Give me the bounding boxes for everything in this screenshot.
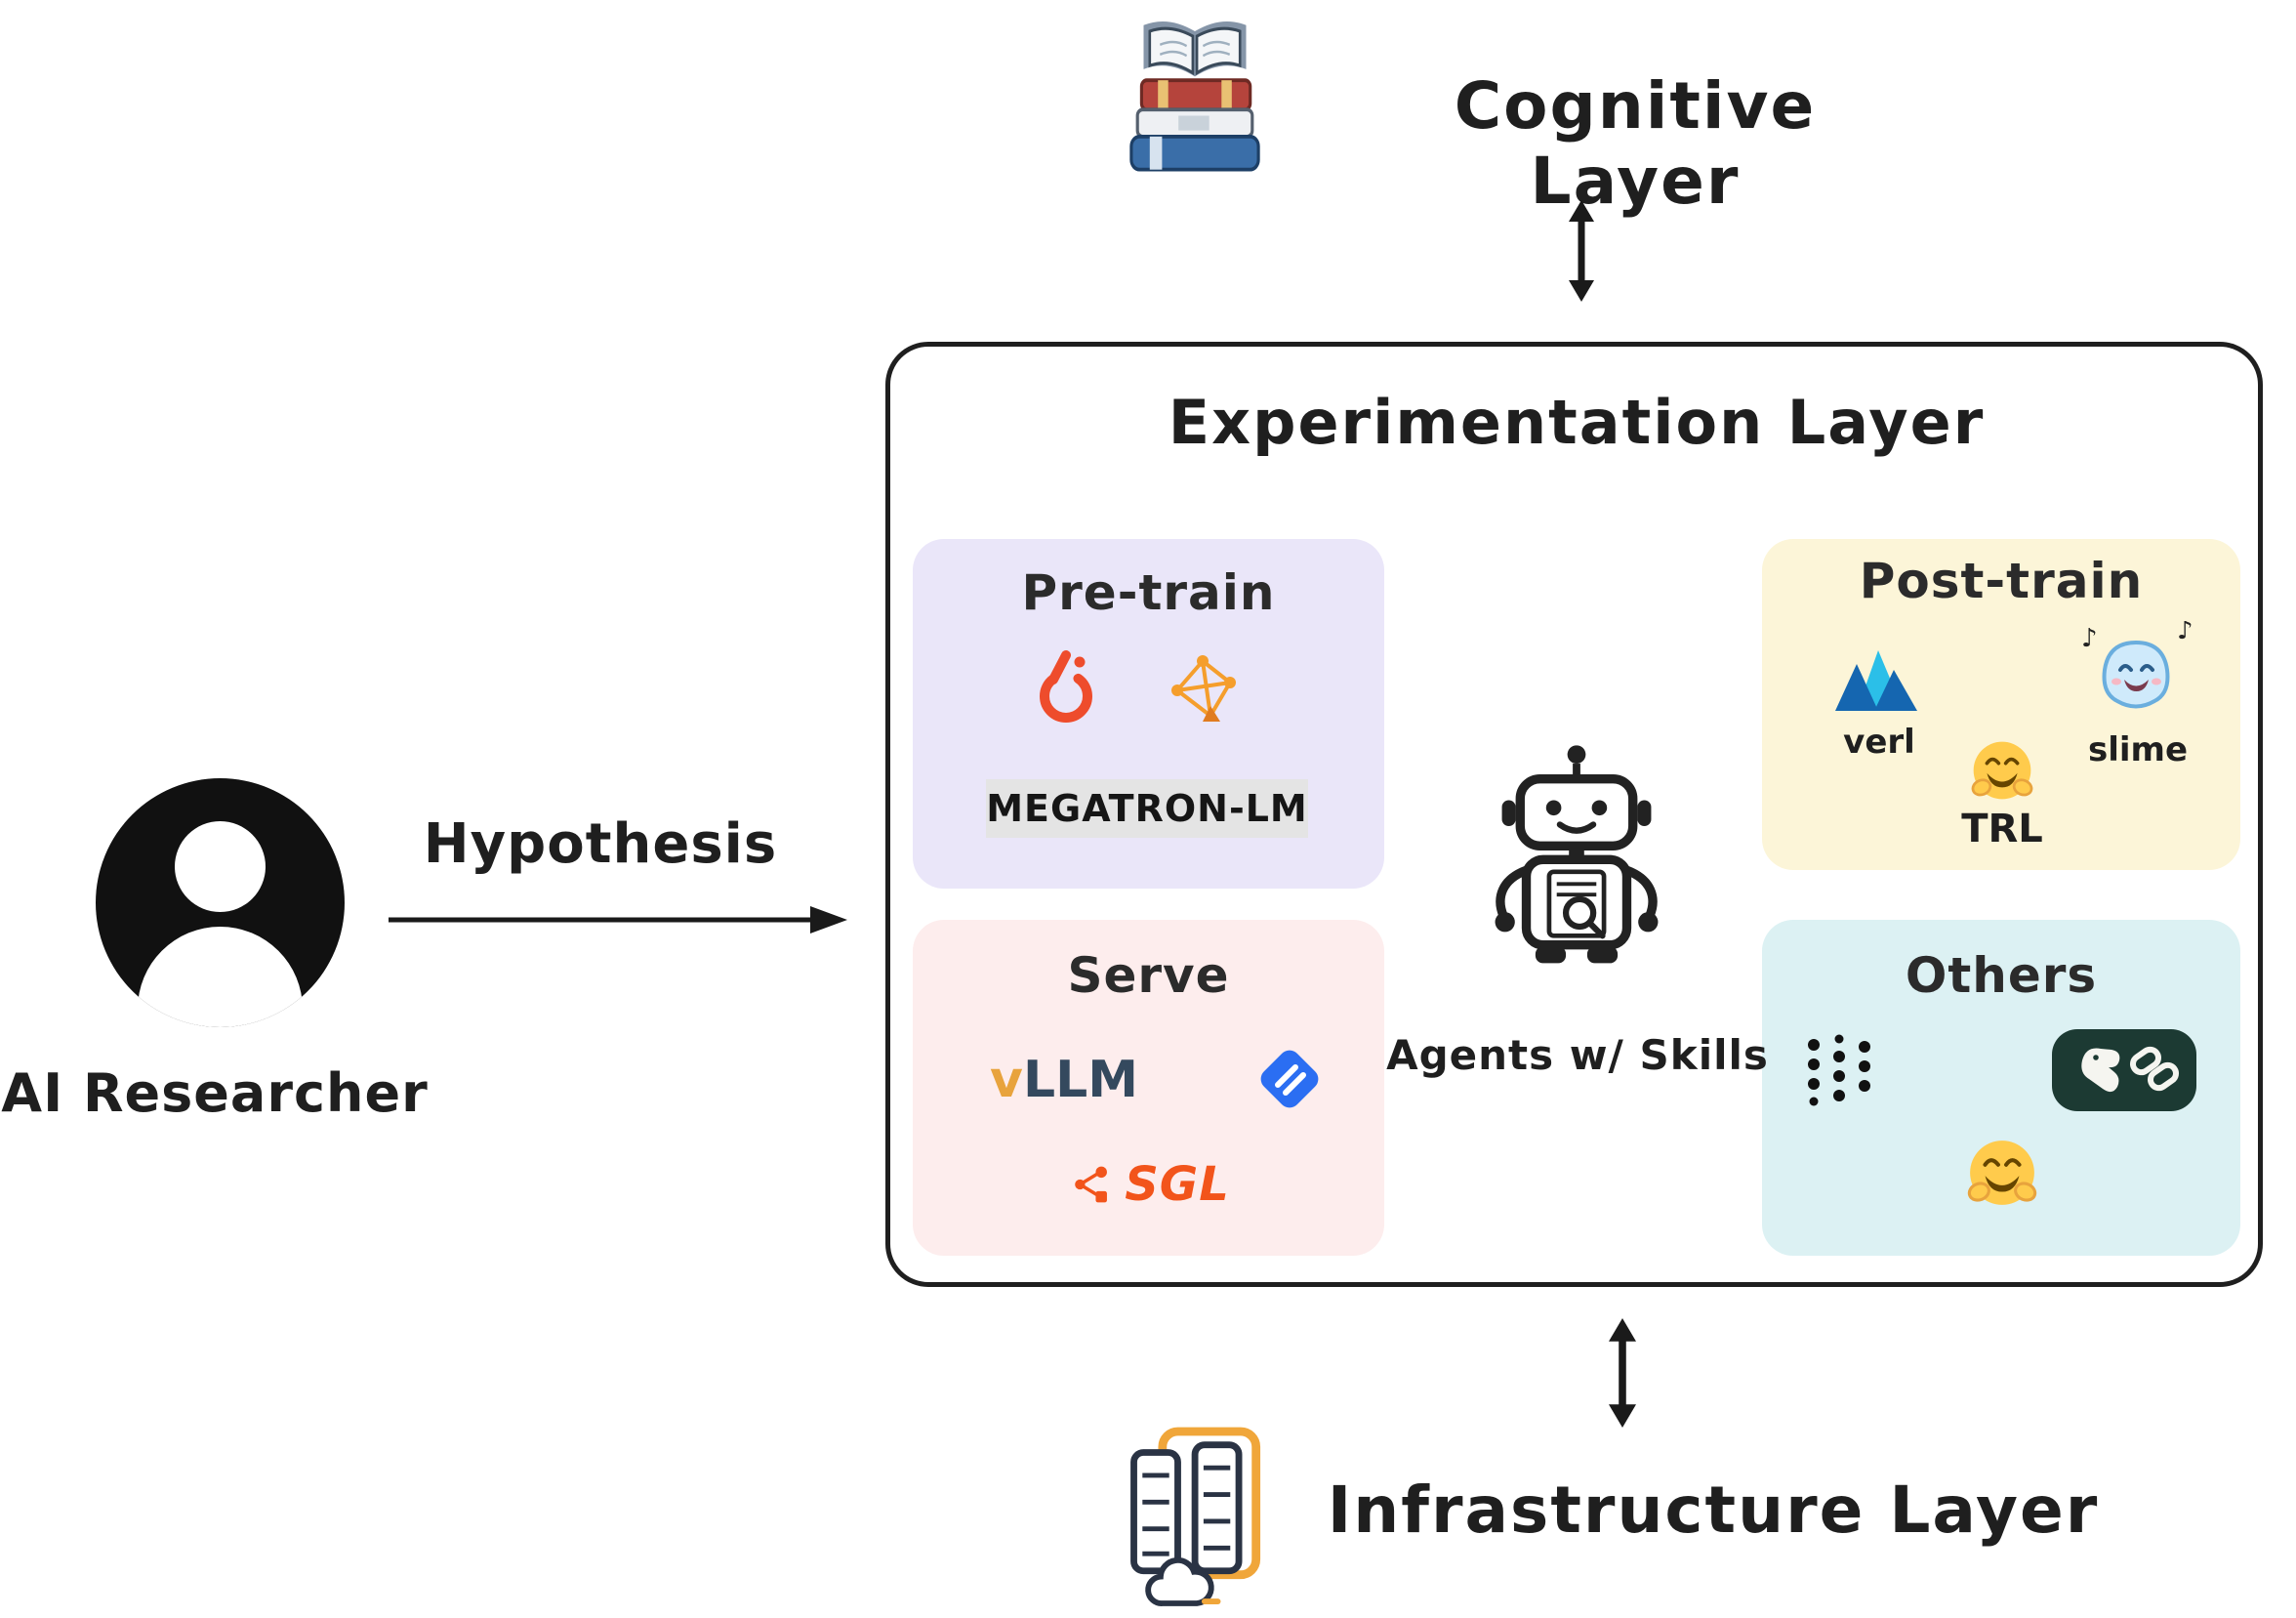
agents-skills-label: Agents w/ Skills xyxy=(1386,1031,1769,1079)
hypothesis-label: Hypothesis xyxy=(423,812,778,876)
vllm-v: v xyxy=(990,1051,1023,1109)
slime-logo-icon: ♪ ♪ xyxy=(2073,616,2198,723)
vllm-llm: LLM xyxy=(1022,1051,1138,1109)
serve-title: Serve xyxy=(1067,947,1230,1004)
sglang-logo: SGL xyxy=(1004,1150,1296,1219)
pretrain-title: Pre-train xyxy=(1021,564,1276,621)
avatar-shoulders xyxy=(138,927,303,1027)
cognitive-layer-label: Cognitive Layer xyxy=(1454,68,1817,219)
books-icon xyxy=(1113,12,1277,195)
svg-text:♪: ♪ xyxy=(2081,624,2098,653)
others-title: Others xyxy=(1905,947,2098,1004)
hugging-face-trl-icon xyxy=(1970,738,2034,803)
blue-cube-logo-icon xyxy=(1251,1041,1328,1117)
pytorch-icon xyxy=(1027,649,1105,727)
posttrain-title: Post-train xyxy=(1859,553,2144,609)
sgl-icon xyxy=(1075,1166,1108,1203)
svg-text:♪: ♪ xyxy=(2177,621,2194,645)
vllm-logo: vLLM xyxy=(962,1051,1167,1109)
updown-arrow-bottom-icon xyxy=(1601,1318,1644,1428)
researcher-label: AI Researcher xyxy=(1,1062,429,1124)
experimentation-layer-title: Experimentation Layer xyxy=(1168,387,1986,458)
verl-logo-icon xyxy=(1827,643,1929,717)
updown-arrow-top-icon xyxy=(1560,200,1603,302)
trl-label: TRL xyxy=(1961,807,2043,851)
hugging-face-icon xyxy=(1966,1137,2038,1209)
agent-robot-icon xyxy=(1462,740,1691,988)
verl-label: verl xyxy=(1843,723,1915,762)
researcher-avatar-icon xyxy=(96,778,345,1027)
hypothesis-arrow-icon xyxy=(387,900,847,939)
graph-network-icon xyxy=(1164,649,1244,729)
langchain-logo-icon xyxy=(2050,1027,2198,1113)
sgl-text: SGL xyxy=(1125,1157,1230,1212)
avatar-head xyxy=(175,821,266,912)
megatron-lm-logo: MEGATRON-LM xyxy=(986,779,1308,838)
dots-grid-logo-icon xyxy=(1798,1029,1880,1111)
slime-label: slime xyxy=(2087,730,2189,769)
infrastructure-layer-label: Infrastructure Layer xyxy=(1327,1473,2100,1548)
servers-cloud-icon xyxy=(1113,1424,1285,1611)
